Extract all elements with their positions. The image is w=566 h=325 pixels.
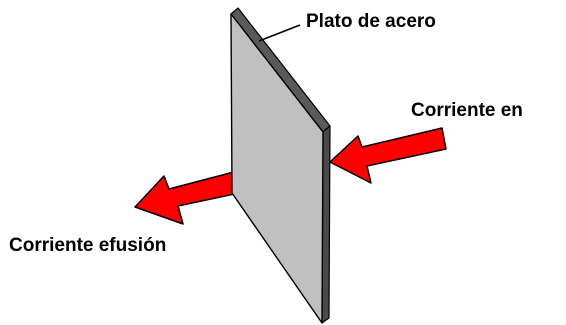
plate-leader-line xyxy=(258,24,301,42)
steel-plate-face xyxy=(230,13,324,324)
inflow-arrow xyxy=(329,127,447,184)
plate-label: Plato de acero xyxy=(306,11,436,32)
outflow-label: Corriente efusión xyxy=(9,235,167,256)
inflow-label: Corriente en xyxy=(411,100,523,121)
